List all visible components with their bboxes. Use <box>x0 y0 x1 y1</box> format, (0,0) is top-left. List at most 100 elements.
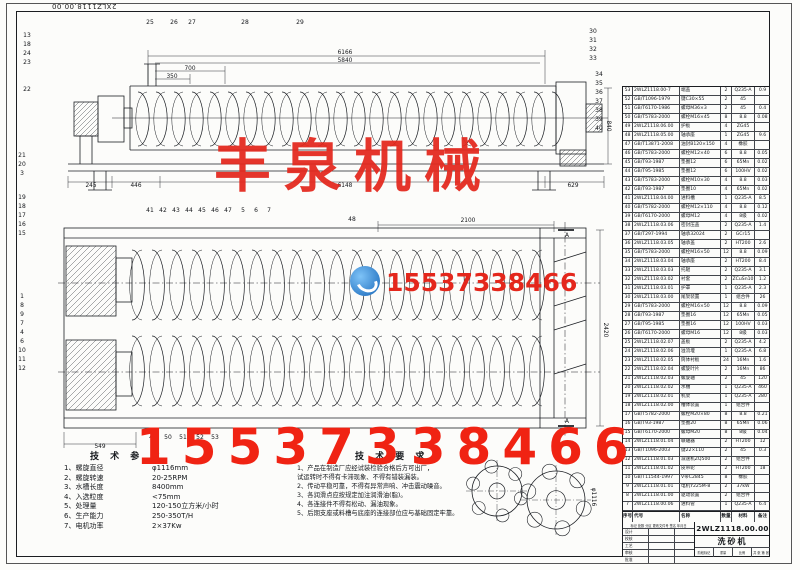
bom-cell: Q235-A <box>732 393 755 402</box>
bom-cell: 2WLZ1118.02.02 <box>633 384 680 393</box>
callout-number: 19 <box>18 194 26 201</box>
bom-cell: 0.03 <box>757 177 768 183</box>
bom-cell: 2WLZ1118.02.01 <box>633 393 680 402</box>
bom-cell: 14 <box>623 438 633 447</box>
bom-cell: 41 <box>623 195 633 204</box>
bom-cell: 8 <box>623 492 633 501</box>
callout-number: 22 <box>23 86 31 93</box>
bom-cell: 2.3 <box>758 286 767 292</box>
bom-cell: 2WLZ1118.06.00 <box>633 123 680 132</box>
title-block-main: 2WLZ1118.00.00 洗砂机 阶段标记重量比例共 张 第 张 <box>695 522 770 557</box>
bom-cell: 460 <box>758 385 767 391</box>
bom-cell: 橡胶 <box>732 141 755 150</box>
bom-cell: Q235-A <box>732 339 755 348</box>
bom-cell: 13 <box>623 447 633 456</box>
bom-cell: 键C30×55 <box>680 96 721 105</box>
callout-number: 28 <box>241 19 249 26</box>
bom-cell: 24 <box>721 357 732 366</box>
bom-cell: 衬套 <box>680 276 721 285</box>
callout-number: 21 <box>18 152 26 159</box>
bom-cell: 17 <box>623 411 633 420</box>
bom-cell: 橡胶 <box>732 474 755 483</box>
bom-cell: 2WLZ1118.03.05 <box>633 240 680 249</box>
bom-cell: 48 <box>623 132 633 141</box>
bom-cell <box>755 475 770 483</box>
bom-cell: 45 <box>732 105 755 114</box>
bom-header-row: 序号代号名称数量材料备注 <box>623 511 770 522</box>
bom-cell <box>755 493 770 501</box>
bom-cell: 32 <box>623 276 633 285</box>
dimension-label: 350 <box>166 74 177 80</box>
bom-cell: 2WLZ1118.02.03 <box>633 375 680 384</box>
bom-cell: 托辊 <box>680 267 721 276</box>
bom-cell: GB/T5783-2000 <box>633 114 680 123</box>
bom-cell: 65Mn <box>732 159 755 168</box>
bom-cell <box>755 403 770 411</box>
bom-cell: 15 <box>623 429 633 438</box>
bom-cell: 水槽 <box>680 384 721 393</box>
title-block-stage-row: 阶段标记重量比例共 张 第 张 <box>695 548 770 557</box>
bom-cell: 0.12 <box>757 204 768 210</box>
callout-number: 34 <box>595 71 603 78</box>
bom-cell: 螺母M16 <box>680 330 721 339</box>
bom-cell: 2 <box>721 276 732 285</box>
bom-cell: 26 <box>623 330 633 339</box>
bom-cell: GB/T5783-2000 <box>633 249 680 258</box>
bom-cell: 1 <box>721 348 732 357</box>
bom-cell: 8 <box>721 474 732 483</box>
technical-requirements: 技 术 要 求 1、产品在制造厂应经试装检验合格后方可出厂， 试运转时不得有卡滞… <box>297 449 567 518</box>
bom-cell: 0.06 <box>757 421 768 427</box>
bom-cell: 0.9 <box>758 87 767 93</box>
bom-cell: 组合件 <box>732 456 755 465</box>
hatch-pattern <box>65 101 603 411</box>
bom-cell: 8.8 <box>732 114 755 123</box>
callout-number: 37 <box>595 98 603 105</box>
bom-cell: 1 <box>721 285 732 294</box>
bom-cell: 螺旋叶片 <box>680 366 721 375</box>
bom-cell: 1 <box>721 294 732 303</box>
bom-cell: 49 <box>623 123 633 132</box>
bom-cell: 尾架装置 <box>680 294 721 303</box>
bom-cell: 8.8 <box>732 204 755 213</box>
bom-cell: 组合件 <box>732 402 755 411</box>
bom-cell: 进料槽 <box>680 195 721 204</box>
callout-number: 5 <box>241 207 245 214</box>
dimension-label: A—A <box>513 453 527 459</box>
bom-cell: 4 <box>721 213 732 222</box>
bom-cell: 4 <box>721 123 732 132</box>
screw-spirals <box>129 91 564 407</box>
bom-cell: 垫圈16 <box>680 321 721 330</box>
bom-cell: 0.4 <box>758 105 767 111</box>
bom-cell: 9 <box>623 483 633 492</box>
bom-cell: 28 <box>623 312 633 321</box>
bom-cell: 备注 <box>757 513 768 519</box>
bom-cell: 34 <box>623 258 633 267</box>
bom-cell: 1 <box>721 402 732 411</box>
callout-number: 10 <box>18 347 26 354</box>
bom-cell: 1 <box>721 393 732 402</box>
bom-cell: Q235-A <box>732 267 755 276</box>
bom-cell: HT200 <box>732 240 755 249</box>
watermark-phone-large: 15537338466 <box>136 418 640 476</box>
bom-cell: 6 <box>721 168 732 177</box>
watermark-phone: 15537338466 <box>386 268 578 297</box>
bom-cell: 280 <box>758 394 767 400</box>
bom-cell: 2 <box>721 492 732 501</box>
bom-cell: 16 <box>623 420 633 429</box>
bom-cell: 轴承32024 <box>680 231 721 240</box>
